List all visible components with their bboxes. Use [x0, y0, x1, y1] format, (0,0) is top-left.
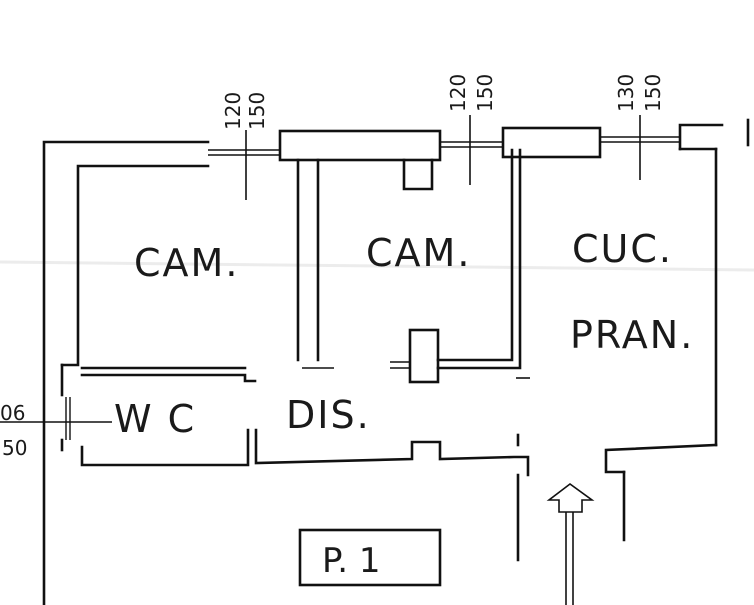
- arrow-up-icon: [546, 483, 595, 605]
- window-right-lower-dim: 130: [614, 74, 638, 112]
- window-center-lower-dim: 120: [446, 74, 470, 112]
- room-label-pranzo: PRAN.: [570, 313, 694, 357]
- window-right-upper-dim: 150: [641, 74, 665, 112]
- interior-walls: [80, 148, 530, 384]
- windows: [43, 136, 680, 440]
- paper-fold: [0, 260, 754, 272]
- window-center-upper-dim: 150: [473, 74, 497, 112]
- wc-window-upper-dim: 06: [0, 401, 25, 425]
- room-label-disimpegno: DIS.: [286, 393, 371, 437]
- room-label-cam-center: CAM.: [366, 231, 471, 275]
- plate-box: P. 1: [298, 528, 442, 587]
- outer-walls: [42, 118, 750, 605]
- room-label-wc: W C: [114, 397, 196, 441]
- room-label-cam-left: CAM.: [134, 241, 239, 285]
- window-left-lower-dim: 120: [221, 92, 245, 130]
- wc-window-lower-dim: 50: [2, 436, 27, 460]
- window-left-upper-dim: 150: [245, 92, 269, 130]
- dimension-leaders: [0, 115, 641, 423]
- plate-label: P. 1: [322, 541, 380, 581]
- room-label-cucina: CUC.: [572, 227, 673, 271]
